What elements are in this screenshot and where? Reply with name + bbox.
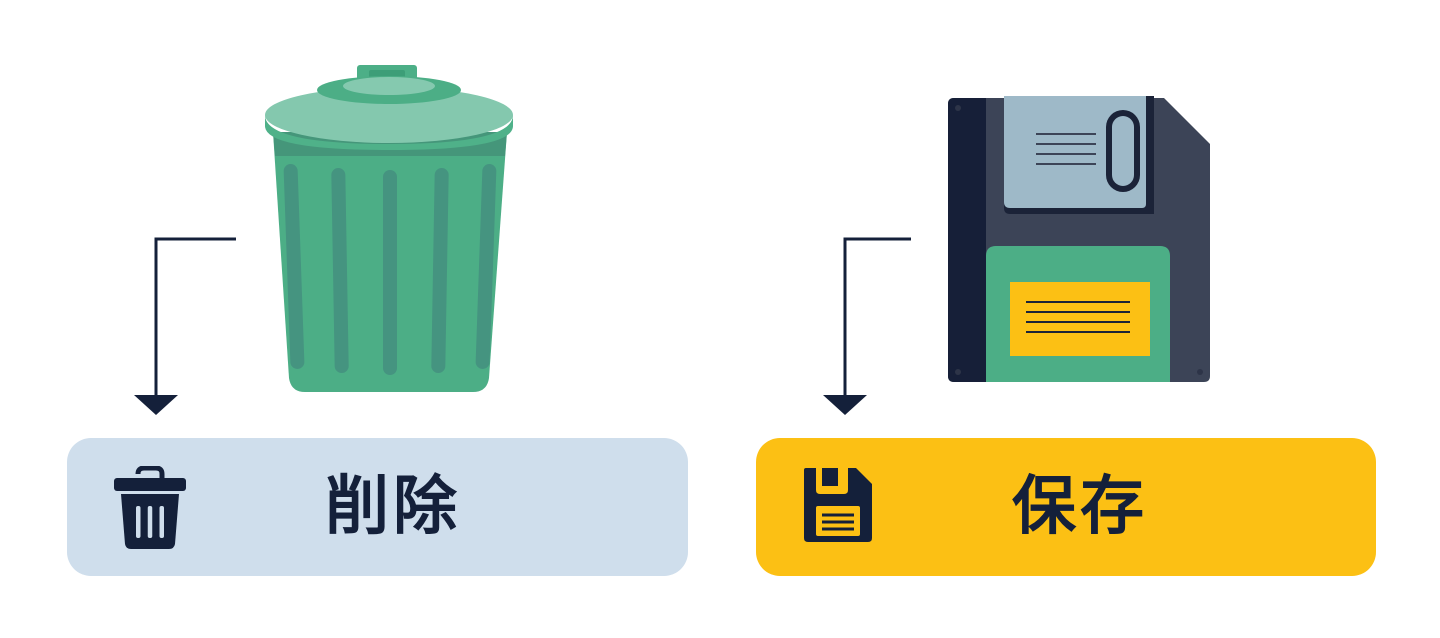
trash-icon (114, 466, 186, 549)
save-button-label: 保存 (1012, 470, 1148, 544)
floppy-disk-icon (948, 96, 1210, 382)
save-button[interactable]: 保存 (756, 438, 1376, 576)
save-icon (804, 468, 872, 542)
trash-can-icon (265, 65, 513, 392)
delete-connector-arrow (134, 237, 236, 415)
delete-button-label: 削除 (325, 470, 461, 544)
delete-button[interactable]: 削除 (67, 438, 688, 576)
save-connector-arrow (823, 237, 911, 415)
